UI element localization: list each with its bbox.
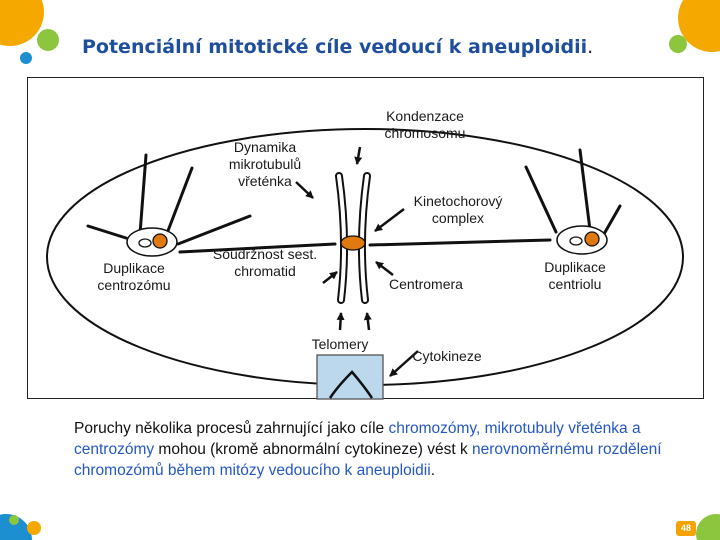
arrow-telomere-right [363,312,372,331]
arrow-centromera [375,261,394,276]
left-centriole [138,238,152,248]
label-kinetochorovy: Kinetochorový complex [402,193,514,227]
left-centrosome-body [126,227,178,257]
deco-circle-blue-bottom-left [0,514,32,540]
label-duplikace-centriolu: Duplikace centriolu [532,259,618,293]
right-centriole [569,236,583,246]
chromosome [335,172,371,304]
deco-circle-green-bottom-left [9,515,19,525]
label-kondenzace-line2: chromosomu [384,125,466,141]
caption-highlight-2: nerovnoměrnému rozdělení chromozómů běhe… [74,441,662,479]
caption-text-2: mohou (kromě abnormální cytokineze) vést… [154,441,473,458]
left-centrosome [126,227,178,257]
page-title-text: Potenciální mitotické cíle vedoucí k ane… [82,36,588,58]
label-centromera-text: Centromera [389,276,463,292]
right-spindle-fiber [524,165,558,234]
left-spindle-fiber [138,153,148,236]
left-centriole-orange [152,233,168,249]
deco-circle-orange-top-left [0,0,44,46]
caption-paragraph: Poruchy několika procesů zahrnující jako… [74,418,684,481]
right-spindle [368,148,622,247]
deco-circle-green-bottom-right [696,514,720,540]
label-soudrznost-line1: Soudržnost sest. [212,246,318,262]
deco-circle-green-top-left [37,29,59,51]
right-centrosome [556,225,608,255]
label-cytokineze-text: Cytokineze [412,348,482,364]
label-duplikace-centriolu-line2: centriolu [548,276,602,292]
arrows [295,146,419,377]
deco-circle-orange-bottom-left [27,521,41,535]
centromere [340,235,366,251]
label-kinetochorovy-line2: complex [431,210,485,226]
cleavage-furrow [328,370,374,399]
page-title-punct: . [587,36,594,58]
label-duplikace-centrozomu-line1: Duplikace [103,260,165,276]
left-spindle-fiber [176,214,252,246]
label-dynamika-line3: vřeténka [238,173,292,189]
label-soudrznost-line2: chromatid [234,263,296,279]
deco-circle-orange-top-right [678,0,720,52]
arrow-cytokineze [389,350,419,377]
left-spindle-fiber [164,166,194,238]
left-spindle-fiber [86,224,128,240]
arrow-kondenzace [354,146,363,165]
label-kinetochorovy-line1: Kinetochorový [413,193,503,209]
label-telomery-text: Telomery [311,336,369,352]
left-spindle [86,153,337,254]
arrow-dynamika [295,181,314,199]
right-spindle-fiber [368,238,552,247]
label-kondenzace-line1: Kondenzace [386,108,464,124]
label-kondenzace: Kondenzace chromosomu [380,108,470,142]
right-spindle-fiber [602,204,622,236]
deco-circle-blue-top-left [20,52,32,64]
label-dynamika: Dynamika mikrotubulů vřeténka [220,139,310,190]
page-title: Potenciální mitotické cíle vedoucí k ane… [82,36,682,58]
label-dynamika-line1: Dynamika [233,139,297,155]
label-centromera: Centromera [380,276,472,293]
left-spindle-fiber [178,242,337,254]
caption-highlight-1: chromozómy, mikrotubuly vřeténka a centr… [74,420,641,458]
caption-text-3: . [430,462,436,479]
page-number-badge: 48 [676,521,696,536]
telomere-box-rect [316,354,384,400]
caption-text-1: Poruchy několika procesů zahrnující jako… [74,420,389,437]
label-telomery: Telomery [302,336,378,353]
label-soudrznost: Soudržnost sest. chromatid [202,246,328,280]
label-duplikace-centrozomu: Duplikace centrozómu [84,260,184,294]
telomere-box [316,354,384,400]
arrow-soudrznost [322,271,338,284]
arrow-kinetochorovy [374,208,405,232]
deco-circle-green-top-right [669,35,687,53]
arrow-telomere-left [336,312,345,331]
label-duplikace-centrozomu-line2: centrozómu [97,277,171,293]
right-spindle-fiber [578,148,592,232]
label-duplikace-centriolu-line1: Duplikace [544,259,606,275]
right-centriole-orange [584,231,600,247]
label-dynamika-line2: mikrotubulů [228,156,302,172]
label-cytokineze: Cytokineze [404,348,490,365]
